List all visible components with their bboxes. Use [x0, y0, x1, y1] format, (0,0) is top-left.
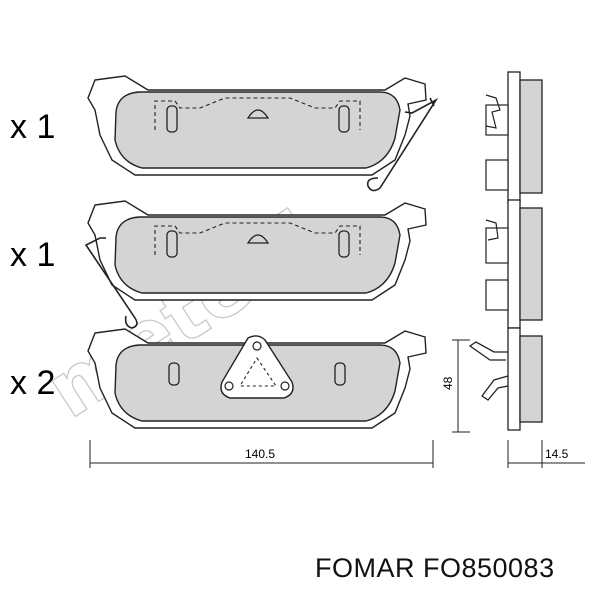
brake-pad-1-side-view [485, 71, 543, 203]
brake-pad-3-side-view [468, 327, 543, 431]
brake-pad-2-side-view [485, 199, 543, 329]
brake-pad-1 [87, 75, 439, 192]
dimension-height: 48 [441, 339, 470, 433]
brake-pad-2 [84, 200, 427, 329]
dimension-width: 140.5 [89, 440, 434, 468]
quantity-label-1: x 1 [10, 108, 56, 146]
brake-pad-3 [87, 328, 427, 429]
dimension-thickness-label: 14.5 [545, 447, 569, 461]
quantity-label-3: x 2 [10, 364, 56, 402]
dimension-width-label: 140.5 [245, 447, 275, 461]
dimension-height-label: 48 [441, 376, 455, 390]
dimension-thickness: 14.5 [507, 440, 585, 468]
quantity-label-2: x 1 [10, 236, 56, 274]
part-caption: FOMAR FO850083 [315, 553, 555, 583]
